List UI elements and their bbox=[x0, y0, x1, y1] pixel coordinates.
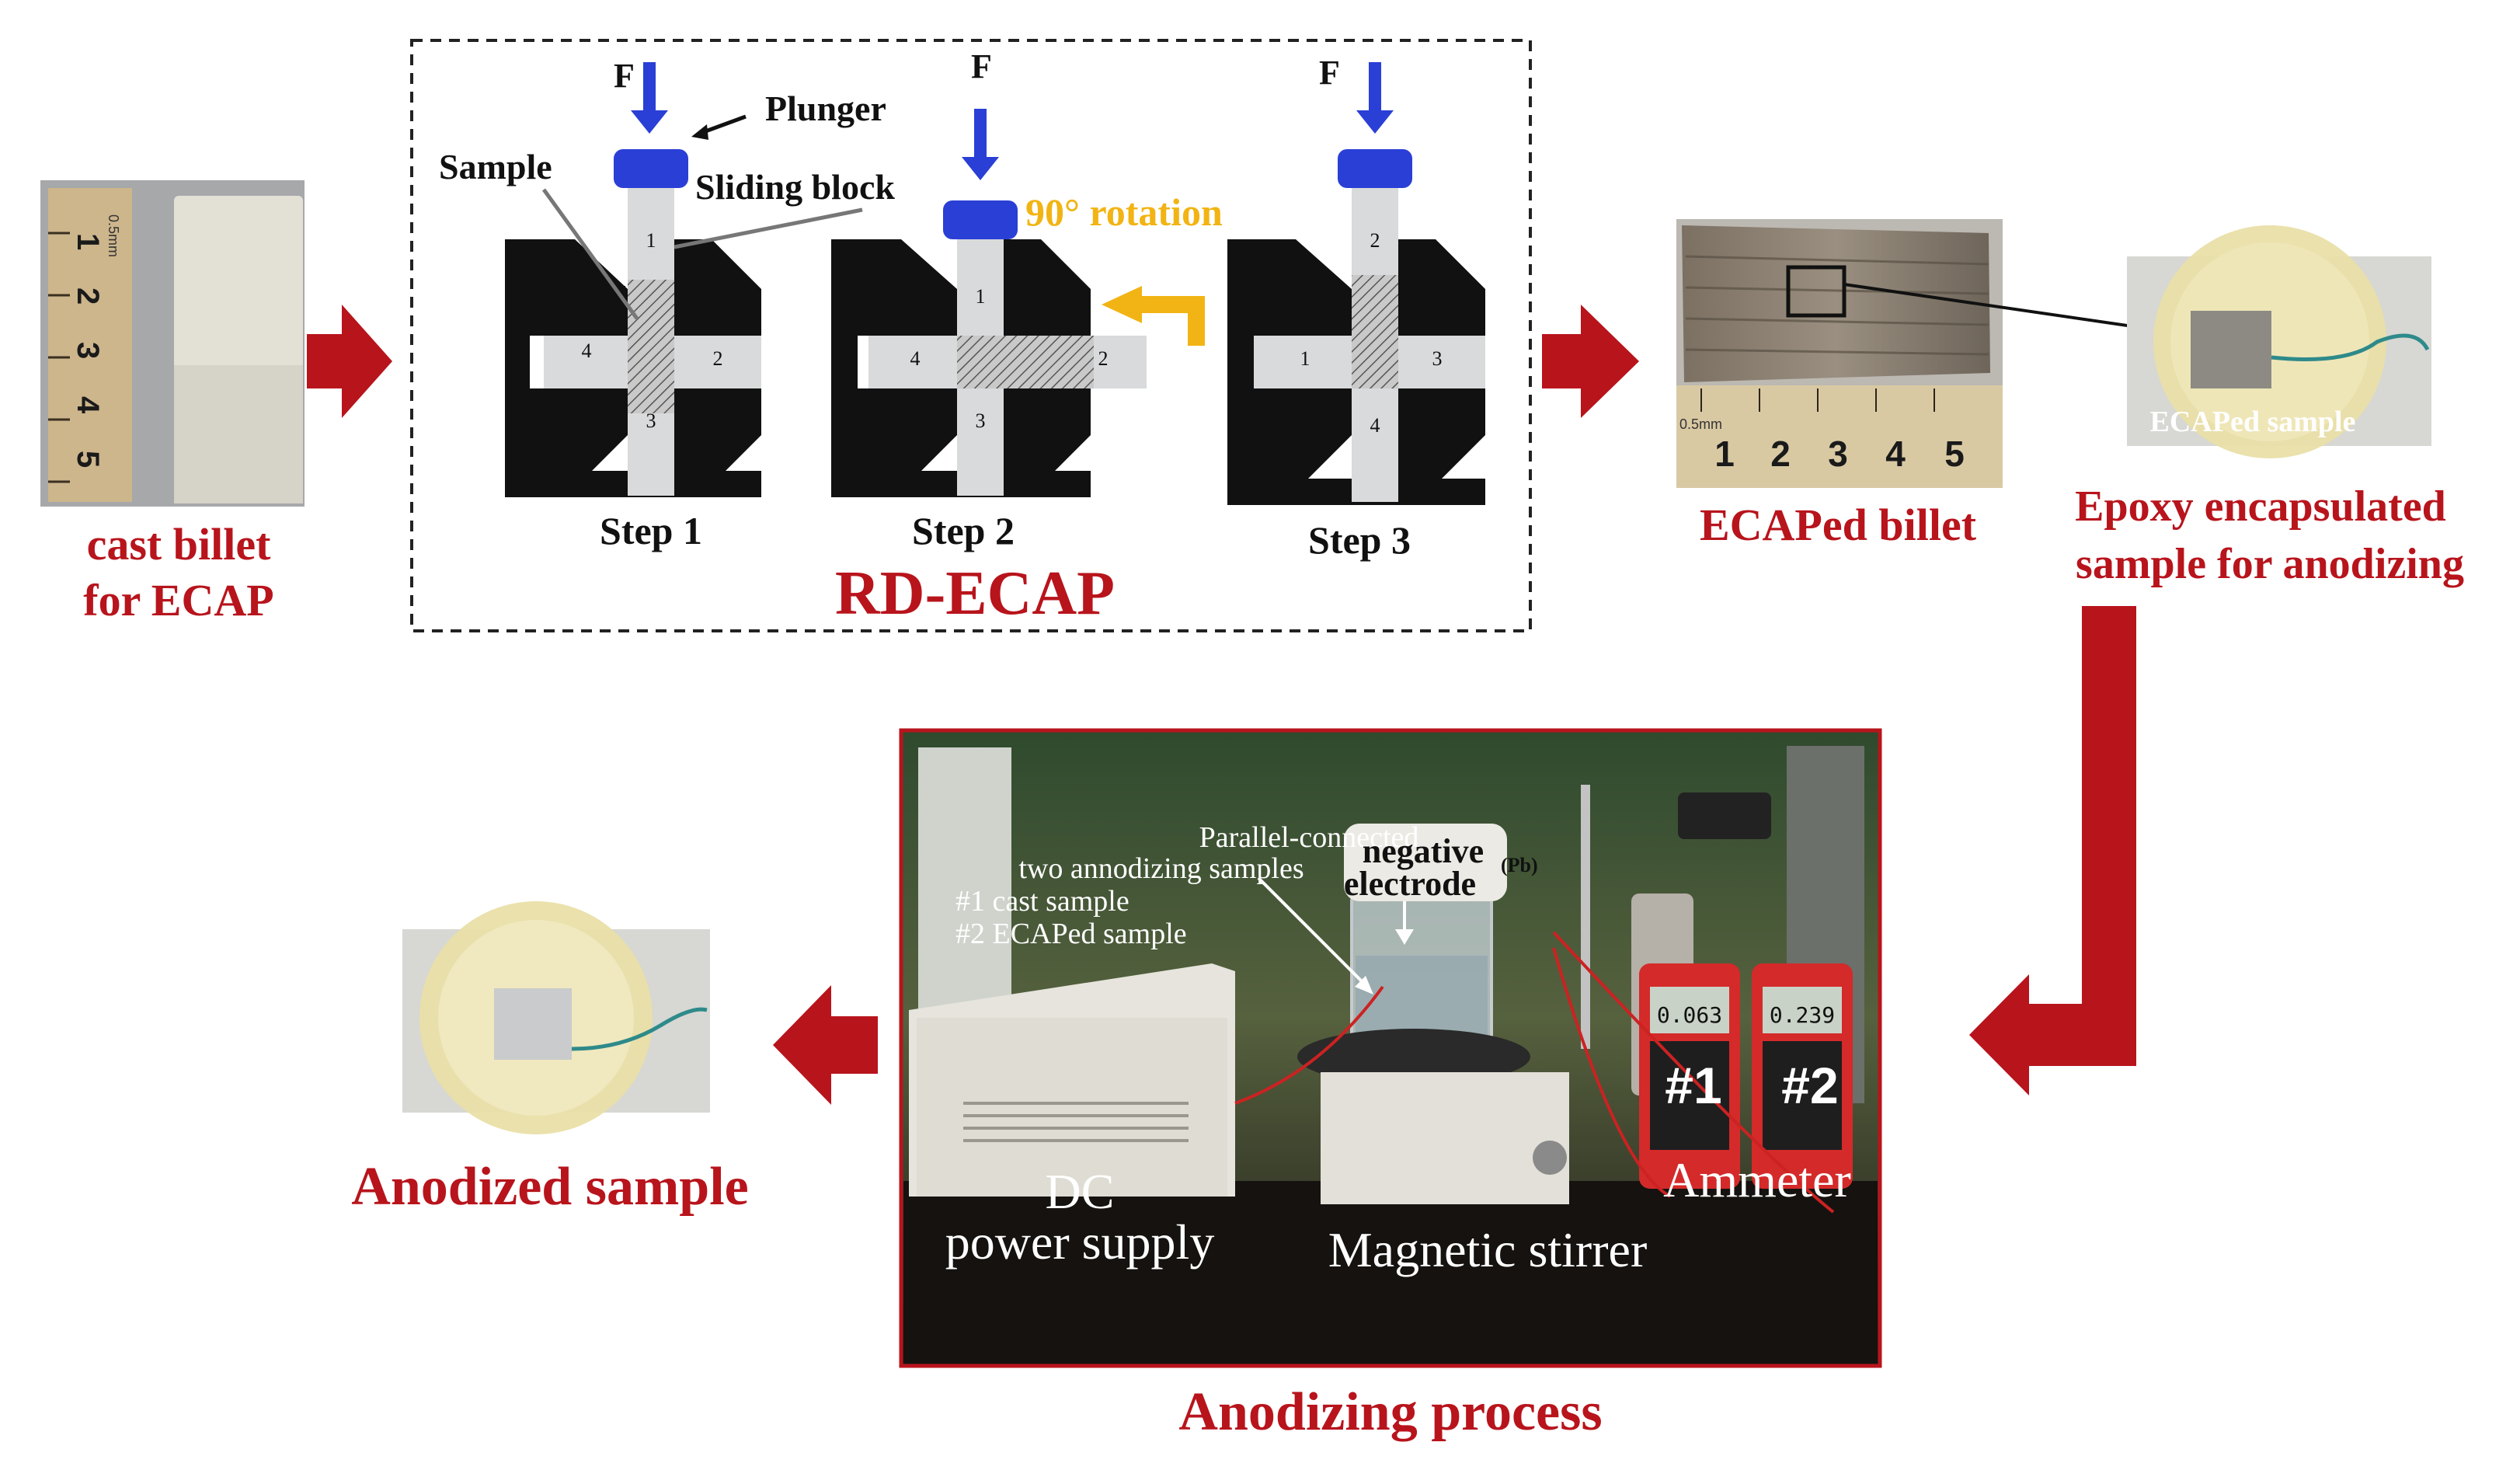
cast-billet-caption-line1: cast billet bbox=[87, 519, 271, 570]
channel-number: 2 bbox=[1370, 229, 1380, 252]
anodizing-process-photo: 0.063 0.239 Parallel-connected two annod… bbox=[899, 728, 1882, 1368]
die-step2 bbox=[831, 200, 1147, 497]
anodizing-caption: Anodizing process bbox=[1178, 1382, 1602, 1442]
channel-number: 4 bbox=[910, 347, 921, 370]
sample-label: Sample bbox=[439, 147, 552, 186]
ruler-number: 3 bbox=[71, 342, 105, 359]
sliding-block-leader bbox=[674, 207, 863, 249]
sample-location-box bbox=[1786, 265, 1846, 318]
dc-label-line2: power supply bbox=[945, 1214, 1215, 1270]
sliding-block-label: Sliding block bbox=[695, 167, 895, 207]
ecaped-billet bbox=[1682, 225, 1990, 382]
retort-stand bbox=[1581, 785, 1590, 1049]
meter1-reading: 0.063 bbox=[1657, 1002, 1722, 1028]
ecaped-sample bbox=[2191, 311, 2271, 388]
channel-number: 3 bbox=[646, 409, 656, 432]
dc-power-supply bbox=[909, 963, 1235, 1197]
channel-number: 1 bbox=[976, 285, 986, 308]
cast-billet-caption-line2: for ECAP bbox=[83, 575, 273, 625]
wire bbox=[2271, 333, 2430, 361]
force-arrow bbox=[1356, 62, 1394, 134]
ruler-number: 3 bbox=[1828, 434, 1848, 474]
ruler-unit: 0.5mm bbox=[106, 214, 121, 257]
cast-billet-photo: 0.5mm 1 2 3 4 5 bbox=[40, 180, 305, 507]
meter1-label: #1 bbox=[1665, 1057, 1721, 1114]
negative-electrode-sup: (Pb) bbox=[1501, 854, 1538, 876]
ruler-unit: 0.5mm bbox=[1679, 416, 1722, 432]
plunger-label: Plunger bbox=[765, 89, 886, 128]
ruler-number: 2 bbox=[71, 287, 105, 305]
channel-number: 2 bbox=[1098, 347, 1109, 370]
meter2-label: #2 bbox=[1781, 1057, 1838, 1114]
force-label: F bbox=[971, 47, 992, 85]
force-arrow bbox=[962, 109, 999, 180]
negative-electrode-line2: electrode bbox=[1344, 865, 1476, 903]
ecaped-billet-caption: ECAPed billet bbox=[1700, 500, 1977, 550]
channel-number: 3 bbox=[1432, 347, 1443, 370]
ruler-number: 4 bbox=[1885, 434, 1906, 474]
anodized-caption: Anodized sample bbox=[351, 1157, 748, 1217]
anodized-sample bbox=[494, 988, 572, 1060]
stirrer-label: Magnetic stirrer bbox=[1328, 1222, 1648, 1277]
flow-arrow-bent bbox=[1969, 606, 2136, 1096]
step3-label: Step 3 bbox=[1308, 518, 1411, 562]
plunger bbox=[1338, 149, 1412, 188]
ecaped-billet-photo: 0.5mm 1 2 3 4 5 bbox=[1676, 219, 2003, 488]
step1-label: Step 1 bbox=[600, 509, 702, 552]
channel-number: 4 bbox=[1370, 414, 1380, 437]
channel-number: 2 bbox=[713, 347, 723, 370]
die-step1 bbox=[505, 149, 761, 497]
epoxy-caption-line2: sample for anodizing bbox=[2076, 540, 2464, 588]
force-label: F bbox=[614, 57, 635, 95]
meter2-reading: 0.239 bbox=[1770, 1002, 1835, 1028]
ruler-number: 1 bbox=[71, 233, 105, 250]
rotation-arrow bbox=[1138, 296, 1205, 346]
parallel-label-line4: #2 ECAPed sample bbox=[955, 918, 1187, 950]
channel-number: 1 bbox=[646, 229, 656, 252]
flow-arrow-left bbox=[773, 985, 878, 1105]
ruler-number: 5 bbox=[71, 451, 105, 468]
epoxy-caption-line1: Epoxy encapsulated bbox=[2075, 482, 2446, 531]
channel-number: 1 bbox=[1300, 347, 1310, 370]
die-step3 bbox=[1227, 149, 1485, 505]
negative-electrode-line1: negative bbox=[1363, 832, 1484, 870]
plunger bbox=[943, 200, 1018, 239]
beaker bbox=[1350, 892, 1493, 1050]
electrode-holder bbox=[1344, 824, 1507, 901]
rd-ecap-frame bbox=[410, 39, 1532, 632]
channel-number: 3 bbox=[976, 409, 986, 432]
force-label: F bbox=[1319, 54, 1340, 92]
dc-label-line1: DC bbox=[1046, 1164, 1115, 1219]
ruler bbox=[48, 188, 132, 502]
parallel-label-line1: Parallel-connected bbox=[1199, 821, 1419, 854]
parallel-label-line2: two annodizing samples bbox=[1018, 852, 1304, 885]
zoom-connector bbox=[1843, 283, 2176, 334]
ammeter-label: Ammeter bbox=[1663, 1152, 1851, 1207]
clamp bbox=[1678, 792, 1771, 839]
ruler-number: 2 bbox=[1770, 434, 1791, 474]
step2-label: Step 2 bbox=[912, 509, 1015, 552]
sample-leader bbox=[541, 188, 639, 320]
parallel-label-line3: #1 cast sample bbox=[955, 885, 1129, 918]
anodized-sample-photo bbox=[402, 901, 710, 1134]
magnetic-stirrer bbox=[1297, 1029, 1569, 1204]
channel-number: 4 bbox=[582, 340, 592, 362]
plunger bbox=[614, 149, 688, 188]
ammeter-2: 0.239 bbox=[1752, 963, 1853, 1189]
wire bbox=[571, 1007, 708, 1051]
flow-arrow-right bbox=[1542, 305, 1639, 418]
ruler bbox=[1676, 385, 2003, 488]
photo-label: ECAPed sample bbox=[2150, 406, 2356, 438]
ruler-number: 5 bbox=[1944, 434, 1965, 474]
force-arrow bbox=[631, 62, 668, 134]
flow-arrow-right bbox=[307, 305, 392, 418]
rotation-label: 90° rotation bbox=[1025, 190, 1223, 234]
ruler-number: 4 bbox=[71, 396, 105, 414]
ruler-number: 1 bbox=[1714, 434, 1735, 474]
epoxy-sample-photo: ECAPed sample bbox=[2127, 225, 2431, 458]
rd-ecap-title: RD-ECAP bbox=[835, 559, 1115, 628]
